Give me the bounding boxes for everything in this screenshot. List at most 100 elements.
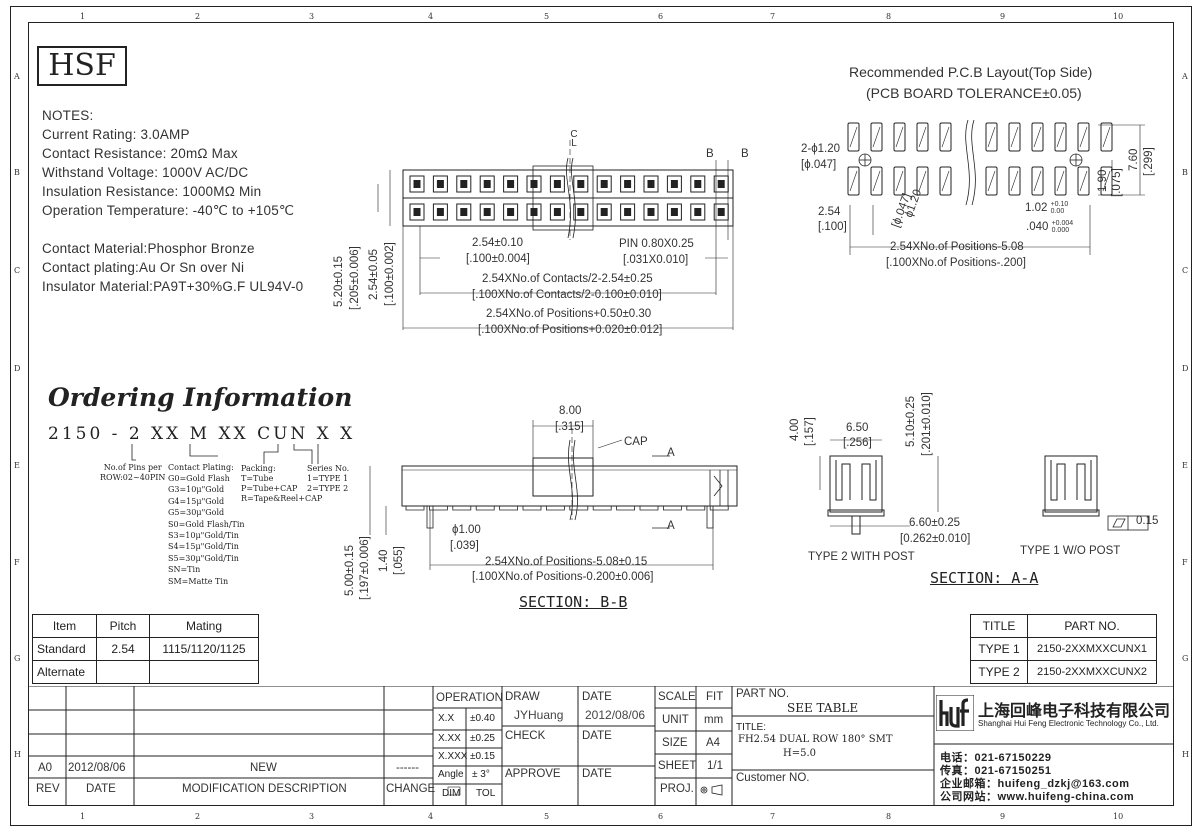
contact-pin bbox=[600, 208, 608, 216]
table-cell: TYPE 2 bbox=[970, 660, 1028, 684]
grid-row-label: E bbox=[1182, 461, 1188, 470]
pcb-length-inch: [.100XNo.of Positions-.200] bbox=[886, 257, 1026, 269]
sect-a-d660-inch: [0.262±0.010] bbox=[900, 533, 971, 545]
table-cell: 2.54 bbox=[96, 637, 150, 661]
pcb-h1-inch: [.075] bbox=[1111, 168, 1123, 197]
tol-value: ±0.40 bbox=[470, 713, 495, 724]
sect-a-d400: 4.00 bbox=[789, 418, 801, 441]
contact-pin bbox=[553, 208, 561, 216]
note-line: Contact Resistance: 20mΩ Max bbox=[42, 146, 238, 161]
grid-row-label: D bbox=[1182, 364, 1189, 373]
company-phone: 电话：021-67150229 bbox=[940, 752, 1052, 764]
pcb-pad bbox=[985, 122, 998, 152]
grid-col-label: 3 bbox=[309, 12, 315, 21]
pcb-pad bbox=[847, 166, 860, 196]
side-h2: 1.40 bbox=[378, 549, 390, 572]
approve-label: APPROVE bbox=[505, 768, 561, 780]
notes-heading: NOTES: bbox=[42, 108, 94, 123]
contact-cell bbox=[409, 203, 425, 221]
contact-cell bbox=[456, 203, 472, 221]
contact-cell bbox=[713, 175, 729, 193]
table-header: Item bbox=[32, 614, 97, 638]
side-pin-foot bbox=[522, 506, 542, 511]
tol-value: ± 3° bbox=[472, 769, 490, 780]
size-value: A4 bbox=[706, 737, 721, 749]
contact-pin bbox=[530, 208, 538, 216]
drawing-frame bbox=[28, 22, 1174, 806]
plating-item: SM=Matte Tin bbox=[168, 576, 229, 586]
section-a-title: SECTION: A-A bbox=[930, 569, 1039, 587]
dim-contacts: 2.54XNo.of Contacts/2-2.54±0.25 bbox=[482, 273, 653, 285]
pad-hatch bbox=[1033, 170, 1042, 192]
contact-cell bbox=[573, 175, 589, 193]
rev-change-header: CHANGE bbox=[386, 783, 436, 795]
pad-hatch bbox=[872, 126, 881, 148]
contact-cell bbox=[666, 203, 682, 221]
note-line: Current Rating: 3.0AMP bbox=[42, 127, 190, 142]
table-header: Mating bbox=[149, 614, 259, 638]
grid-col-label: 4 bbox=[428, 12, 434, 21]
pcb-length: 2.54XNo.of Positions-5.08 bbox=[890, 241, 1024, 253]
ordering-title: Ordering Information bbox=[48, 383, 353, 412]
side-pin-foot bbox=[452, 506, 472, 511]
unit-label: UNIT bbox=[662, 714, 689, 726]
centerline-mark: C L bbox=[570, 129, 578, 149]
grid-row-label: H bbox=[1182, 750, 1189, 759]
company-fax: 传真：021-67150251 bbox=[940, 765, 1052, 777]
scale-label: SCALE bbox=[658, 691, 696, 703]
date-label: DATE bbox=[582, 691, 612, 703]
contact-pin bbox=[647, 208, 655, 216]
company-email: 企业邮箱：huifeng_dzkj@163.com bbox=[940, 778, 1130, 790]
table-cell: TYPE 1 bbox=[970, 637, 1028, 661]
contact-pin bbox=[436, 208, 444, 216]
pcb-pad bbox=[916, 166, 929, 196]
contact-pin bbox=[413, 208, 421, 216]
table-header: TITLE bbox=[970, 614, 1028, 638]
type1-label: TYPE 1 W/O POST bbox=[1020, 545, 1121, 557]
section-b-mark: B bbox=[741, 148, 749, 160]
pcb-pad bbox=[1031, 166, 1044, 196]
pcb-pad bbox=[939, 166, 952, 196]
side-view-drawing bbox=[369, 420, 738, 570]
section-b-mark: B bbox=[706, 148, 714, 160]
contact-cell bbox=[526, 203, 542, 221]
contact-pin bbox=[624, 208, 632, 216]
side-pin-foot bbox=[686, 506, 706, 511]
grid-row-label: C bbox=[14, 266, 21, 275]
contact-cell bbox=[432, 203, 448, 221]
pad-hatch bbox=[987, 170, 996, 192]
plating-item: S0=Gold Flash/Tin bbox=[168, 519, 245, 529]
sect-a-d510-inch: [.201±0.010] bbox=[921, 392, 933, 456]
side-end-detail bbox=[709, 470, 729, 506]
contact-pin bbox=[624, 180, 632, 188]
sect-a-d510: 5.10±0.25 bbox=[905, 395, 917, 447]
pad-hatch bbox=[1102, 170, 1111, 192]
pcb-h2-inch: [.299] bbox=[1143, 147, 1155, 176]
rev-date-value: 2012/08/06 bbox=[68, 762, 126, 774]
tol-up: +0.10 bbox=[1050, 201, 1069, 208]
table-cell: 2150-2XXMXXCUNX1 bbox=[1027, 637, 1157, 661]
cap-label: CAP bbox=[624, 436, 648, 448]
grid-row-label: E bbox=[14, 461, 20, 470]
pcb-pad bbox=[1077, 122, 1090, 152]
pad-hatch bbox=[918, 126, 927, 148]
contact-cell bbox=[643, 175, 659, 193]
grid-col-label: 9 bbox=[1000, 812, 1006, 821]
plating-list: Contact Plating: G0=Gold Flash G3=10μ"Go… bbox=[168, 463, 245, 587]
plating-item: SN=Tin bbox=[168, 565, 201, 575]
contact-cell bbox=[596, 203, 612, 221]
sheet-label: SHEET bbox=[658, 760, 697, 772]
side-width-inch: [.315] bbox=[555, 421, 584, 433]
side-pin-foot bbox=[616, 506, 635, 511]
approve-date-label: DATE bbox=[582, 768, 612, 780]
grid-col-label: 5 bbox=[544, 812, 550, 821]
contact-cell bbox=[549, 203, 565, 221]
contact-cell bbox=[456, 175, 472, 193]
side-pin-foot bbox=[663, 506, 682, 511]
check-date-label: DATE bbox=[582, 730, 612, 742]
pcb-pad bbox=[1031, 122, 1044, 152]
date-value: 2012/08/06 bbox=[585, 708, 646, 722]
contact-pin bbox=[460, 208, 468, 216]
grid-row-label: G bbox=[14, 654, 21, 663]
flatness-value: 0.15 bbox=[1136, 515, 1159, 527]
